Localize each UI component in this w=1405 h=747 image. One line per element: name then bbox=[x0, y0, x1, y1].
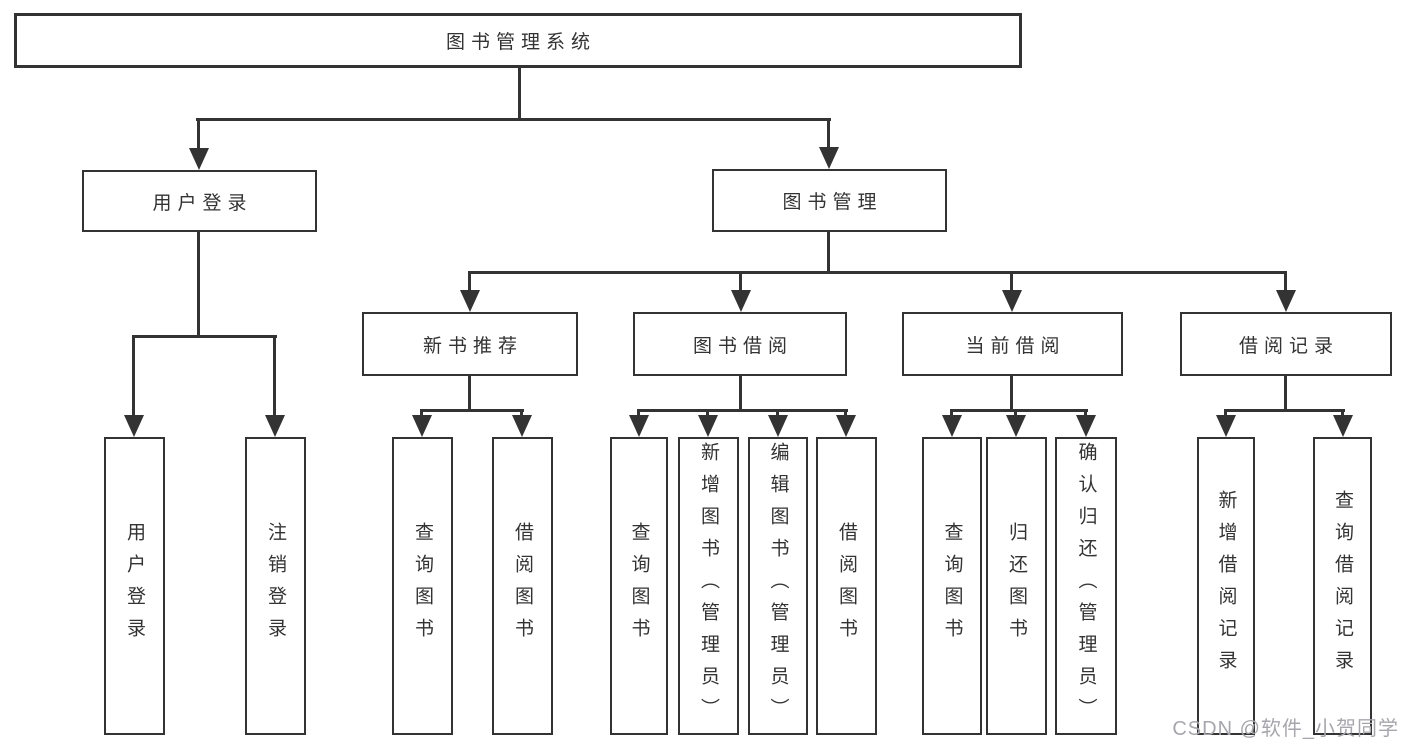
connector-vline bbox=[1010, 376, 1013, 412]
node-new-book-recommend: 新书推荐 bbox=[362, 312, 578, 376]
connector-vline bbox=[1084, 409, 1087, 418]
arrowhead-down-icon bbox=[265, 415, 285, 437]
node-book-borrowing: 图书借阅 bbox=[633, 312, 847, 376]
arrowhead-down-icon bbox=[1333, 415, 1353, 437]
connector-hline bbox=[1225, 409, 1345, 412]
arrowhead-down-icon bbox=[768, 415, 788, 437]
arrowhead-down-icon bbox=[731, 290, 751, 312]
arrowhead-down-icon bbox=[1002, 290, 1022, 312]
connector-vline bbox=[739, 271, 742, 292]
arrowhead-down-icon bbox=[412, 415, 432, 437]
connector-vline bbox=[518, 66, 521, 121]
node-label: 图书管理 bbox=[782, 192, 883, 213]
node-label: 用户登录 bbox=[124, 522, 145, 650]
node-user-login: 用户登录 bbox=[82, 170, 317, 232]
connector-hline bbox=[196, 118, 831, 121]
node-label: 注销登录 bbox=[265, 522, 286, 650]
connector-vline bbox=[1010, 271, 1013, 292]
node-label: 查询图书 bbox=[941, 522, 963, 650]
arrowhead-down-icon bbox=[698, 415, 718, 437]
connector-vline bbox=[197, 118, 200, 152]
node-query-borrow-record: 查询借阅记录 bbox=[1313, 437, 1372, 735]
connector-vline bbox=[776, 409, 779, 418]
node-label: 查询图书 bbox=[412, 522, 433, 650]
connector-hline bbox=[133, 335, 277, 338]
node-borrowing-records: 借阅记录 bbox=[1180, 312, 1392, 376]
arrowhead-down-icon bbox=[460, 290, 480, 312]
connector-vline bbox=[739, 374, 742, 412]
connector-hline bbox=[421, 409, 524, 412]
csdn-watermark: CSDN @软件_小贺同学 bbox=[1172, 718, 1399, 740]
connector-vline bbox=[1014, 409, 1017, 418]
node-label: 新书推荐 bbox=[422, 335, 523, 357]
connector-vline bbox=[273, 335, 276, 418]
connector-vline bbox=[468, 374, 471, 412]
node-label: 新增图书（管理员） bbox=[698, 442, 719, 730]
node-label: 借阅记录 bbox=[1238, 335, 1339, 357]
node-add-borrow-record: 新增借阅记录 bbox=[1197, 437, 1255, 735]
connector-vline bbox=[420, 409, 423, 418]
connector-vline bbox=[1284, 271, 1287, 292]
arrowhead-down-icon bbox=[819, 147, 839, 169]
connector-hline bbox=[638, 409, 848, 412]
connector-vline bbox=[1224, 409, 1227, 418]
connector-vline bbox=[197, 231, 200, 338]
node-current-borrowing: 当前借阅 bbox=[902, 312, 1123, 376]
node-edit-book-admin: 编辑图书（管理员） bbox=[748, 437, 808, 735]
node-label: 借阅图书 bbox=[512, 522, 533, 650]
connector-vline bbox=[468, 271, 471, 292]
node-label: 查询图书 bbox=[628, 522, 650, 650]
connector-hline bbox=[951, 409, 1088, 412]
node-label: 图书管理系统 bbox=[445, 32, 596, 53]
connector-hline bbox=[469, 271, 1287, 274]
connector-vline bbox=[1284, 376, 1287, 412]
arrowhead-down-icon bbox=[189, 148, 209, 170]
connector-vline bbox=[1341, 409, 1344, 418]
connector-vline bbox=[827, 118, 830, 150]
connector-vline bbox=[950, 409, 953, 418]
node-label: 用户登录 bbox=[152, 192, 253, 214]
arrowhead-down-icon bbox=[1076, 415, 1096, 437]
node-label: 确认归还（管理员） bbox=[1075, 442, 1097, 730]
node-query-books-recommend: 查询图书 bbox=[392, 437, 453, 735]
arrowhead-down-icon bbox=[629, 415, 649, 437]
node-login: 用户登录 bbox=[104, 437, 165, 735]
arrowhead-down-icon bbox=[1216, 415, 1236, 437]
arrowhead-down-icon bbox=[1006, 415, 1026, 437]
connector-vline bbox=[520, 409, 523, 418]
arrowhead-down-icon bbox=[124, 415, 144, 437]
node-logout: 注销登录 bbox=[245, 437, 306, 735]
connector-vline bbox=[637, 409, 640, 418]
connector-vline bbox=[706, 409, 709, 418]
connector-vline bbox=[827, 231, 830, 274]
node-query-books-borrowing: 查询图书 bbox=[610, 437, 668, 735]
node-borrow-books-recommend: 借阅图书 bbox=[492, 437, 553, 735]
arrowhead-down-icon bbox=[836, 415, 856, 437]
arrowhead-down-icon bbox=[942, 415, 962, 437]
node-label: 借阅图书 bbox=[836, 522, 857, 650]
arrowhead-down-icon bbox=[1276, 290, 1296, 312]
connector-vline bbox=[132, 335, 135, 418]
node-library-system: 图书管理系统 bbox=[14, 13, 1022, 68]
node-borrow-books: 借阅图书 bbox=[816, 437, 877, 735]
node-label: 新增借阅记录 bbox=[1215, 490, 1237, 682]
node-confirm-return-admin: 确认归还（管理员） bbox=[1055, 437, 1117, 735]
node-label: 归还图书 bbox=[1006, 522, 1027, 650]
node-label: 查询借阅记录 bbox=[1332, 490, 1353, 682]
node-add-book-admin: 新增图书（管理员） bbox=[678, 437, 739, 735]
node-query-books-current: 查询图书 bbox=[922, 437, 982, 735]
connector-vline bbox=[844, 409, 847, 418]
node-label: 图书借阅 bbox=[692, 335, 793, 357]
node-book-management: 图书管理 bbox=[712, 169, 947, 232]
node-label: 当前借阅 bbox=[965, 335, 1066, 357]
node-return-books: 归还图书 bbox=[986, 437, 1047, 735]
arrowhead-down-icon bbox=[512, 415, 532, 437]
node-label: 编辑图书（管理员） bbox=[767, 442, 789, 730]
